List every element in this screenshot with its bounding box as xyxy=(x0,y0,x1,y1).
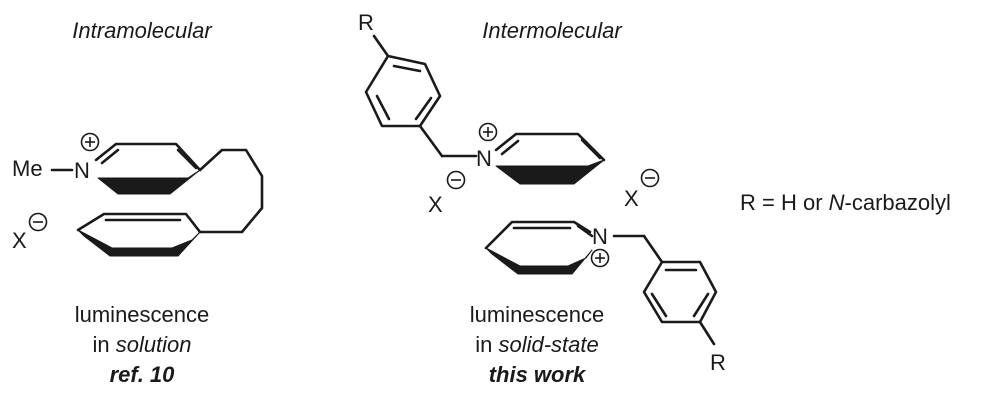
pyridinium-nitrogen-label: N xyxy=(74,158,90,183)
negative-charge-icon xyxy=(640,168,660,188)
pyridinium-ring xyxy=(94,142,202,195)
benzyl-ring-top xyxy=(364,34,478,158)
middle-caption-line1: luminescence xyxy=(470,302,605,327)
positive-charge-icon xyxy=(80,132,100,152)
intramolecular-panel: Intramolecular Me N X xyxy=(12,18,264,387)
methyl-label: Me xyxy=(12,156,43,181)
pyridinium-ring-top xyxy=(494,132,606,185)
front-bond-wedge xyxy=(495,159,605,185)
intramolecular-heading: Intramolecular xyxy=(72,18,213,43)
benzyl-ring-bottom xyxy=(612,234,718,346)
negative-charge-icon xyxy=(28,212,48,232)
negative-charge-icon xyxy=(446,170,466,190)
left-caption-line1: luminescence xyxy=(75,302,210,327)
phenyl-ring xyxy=(76,212,202,257)
intermolecular-panel: Intermolecular R N X xyxy=(358,10,726,387)
front-bond-wedge xyxy=(77,229,201,257)
intermolecular-heading: Intermolecular xyxy=(482,18,623,43)
front-bond-wedge xyxy=(485,247,593,275)
counter-anion-label-left: X xyxy=(428,192,443,217)
pyridinium-nitrogen-label-bottom: N xyxy=(592,224,608,249)
positive-charge-icon xyxy=(590,248,610,268)
left-caption-line2: in solution xyxy=(92,332,191,357)
counter-anion-label: X xyxy=(12,228,27,253)
substituent-label-bottom: R xyxy=(710,350,726,375)
positive-charge-icon xyxy=(478,122,498,142)
propyl-tether xyxy=(198,148,264,234)
left-reference: ref. 10 xyxy=(110,362,176,387)
middle-reference: this work xyxy=(489,362,587,387)
counter-anion-label-right: X xyxy=(624,186,639,211)
front-bond-wedge xyxy=(97,169,201,195)
substituent-definition: R = H or N-carbazolyl xyxy=(740,190,951,215)
pyridinium-ring-bottom xyxy=(484,220,594,275)
substituent-label-top: R xyxy=(358,10,374,35)
pyridinium-nitrogen-label-top: N xyxy=(476,146,492,171)
middle-caption-line2: in solid-state xyxy=(475,332,599,357)
